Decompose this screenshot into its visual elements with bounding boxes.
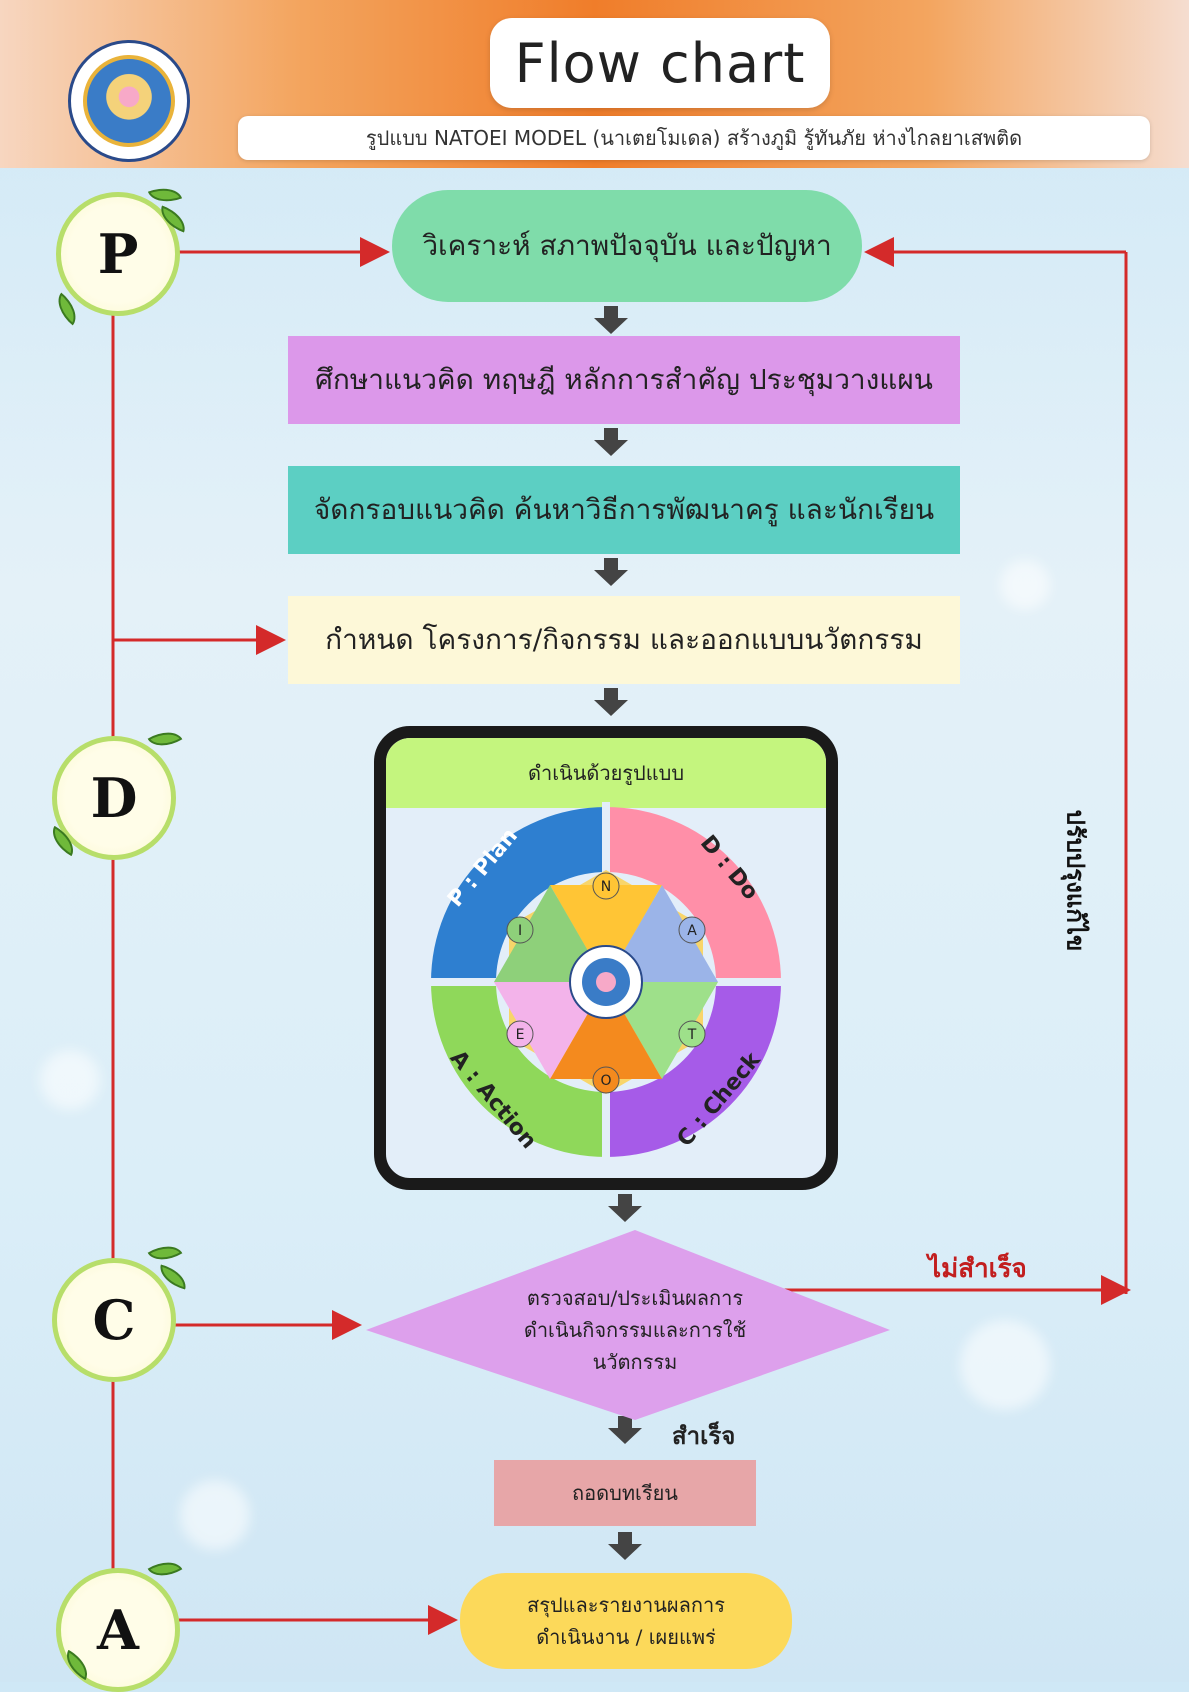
bokeh-dot (40, 1050, 100, 1110)
segment-n (550, 885, 662, 982)
quadrant-plan (431, 807, 606, 982)
wheel-letter-t: T (687, 1027, 697, 1043)
segment-e (494, 982, 606, 1079)
step-lesson: ถอดบทเรียน (494, 1460, 756, 1526)
pdca-d-circle: D (52, 736, 176, 860)
page-subtitle: รูปแบบ NATOEI MODEL (นาเตยโมเดล) สร้างภู… (238, 116, 1150, 160)
segment-i (494, 885, 606, 982)
improve-label: ปรับปรุงแก้ไข (1061, 809, 1091, 951)
step-analyze: วิเคราะห์ สภาพปัจจุบัน และปัญหา (392, 190, 862, 302)
wheel-letter-o: O (600, 1073, 611, 1089)
segment-t (606, 982, 718, 1079)
fail-label: ไม่สำเร็จ (928, 1254, 1027, 1284)
decision-diamond (366, 1230, 890, 1420)
wheel-letter-n: N (601, 879, 611, 895)
quadrant-do (606, 807, 781, 982)
wheel-letter-i: I (518, 923, 522, 939)
flow-arrows (594, 306, 642, 1560)
step-define: กำหนด โครงการ/กิจกรรม และออกแบบนวัตกรรม (288, 596, 960, 684)
pdca-p-circle: P (56, 192, 180, 316)
pdca-a-circle: A (56, 1568, 180, 1692)
success-label: สำเร็จ (672, 1421, 736, 1450)
segment-a (606, 885, 718, 982)
school-logo (68, 40, 190, 162)
pdca-c-circle: C (52, 1258, 176, 1382)
segment-o (550, 982, 662, 1079)
page-title: Flow chart (490, 18, 830, 108)
wheel-letter-e: E (516, 1027, 525, 1043)
bokeh-dot (1000, 560, 1050, 610)
quadrant-check (606, 982, 781, 1157)
wheel-letter-a: A (687, 923, 697, 939)
bokeh-dot (960, 1320, 1050, 1410)
step-check: ตรวจสอบ/ประเมินผลการ ดำเนินกิจกรรมและการ… (523, 1286, 747, 1374)
step-report: สรุปและรายงานผลการ ดำเนินงาน / เผยแพร่ (460, 1573, 792, 1669)
step-frame: จัดกรอบแนวคิด ค้นหาวิธีการพัฒนาครู และนั… (288, 466, 960, 554)
model-frame-header: ดำเนินด้วยรูปแบบ (386, 738, 826, 808)
quadrant-action (431, 982, 606, 1157)
step-study: ศึกษาแนวคิด ทฤษฎี หลักการสำคัญ ประชุมวาง… (288, 336, 960, 424)
bokeh-dot (180, 1480, 250, 1550)
